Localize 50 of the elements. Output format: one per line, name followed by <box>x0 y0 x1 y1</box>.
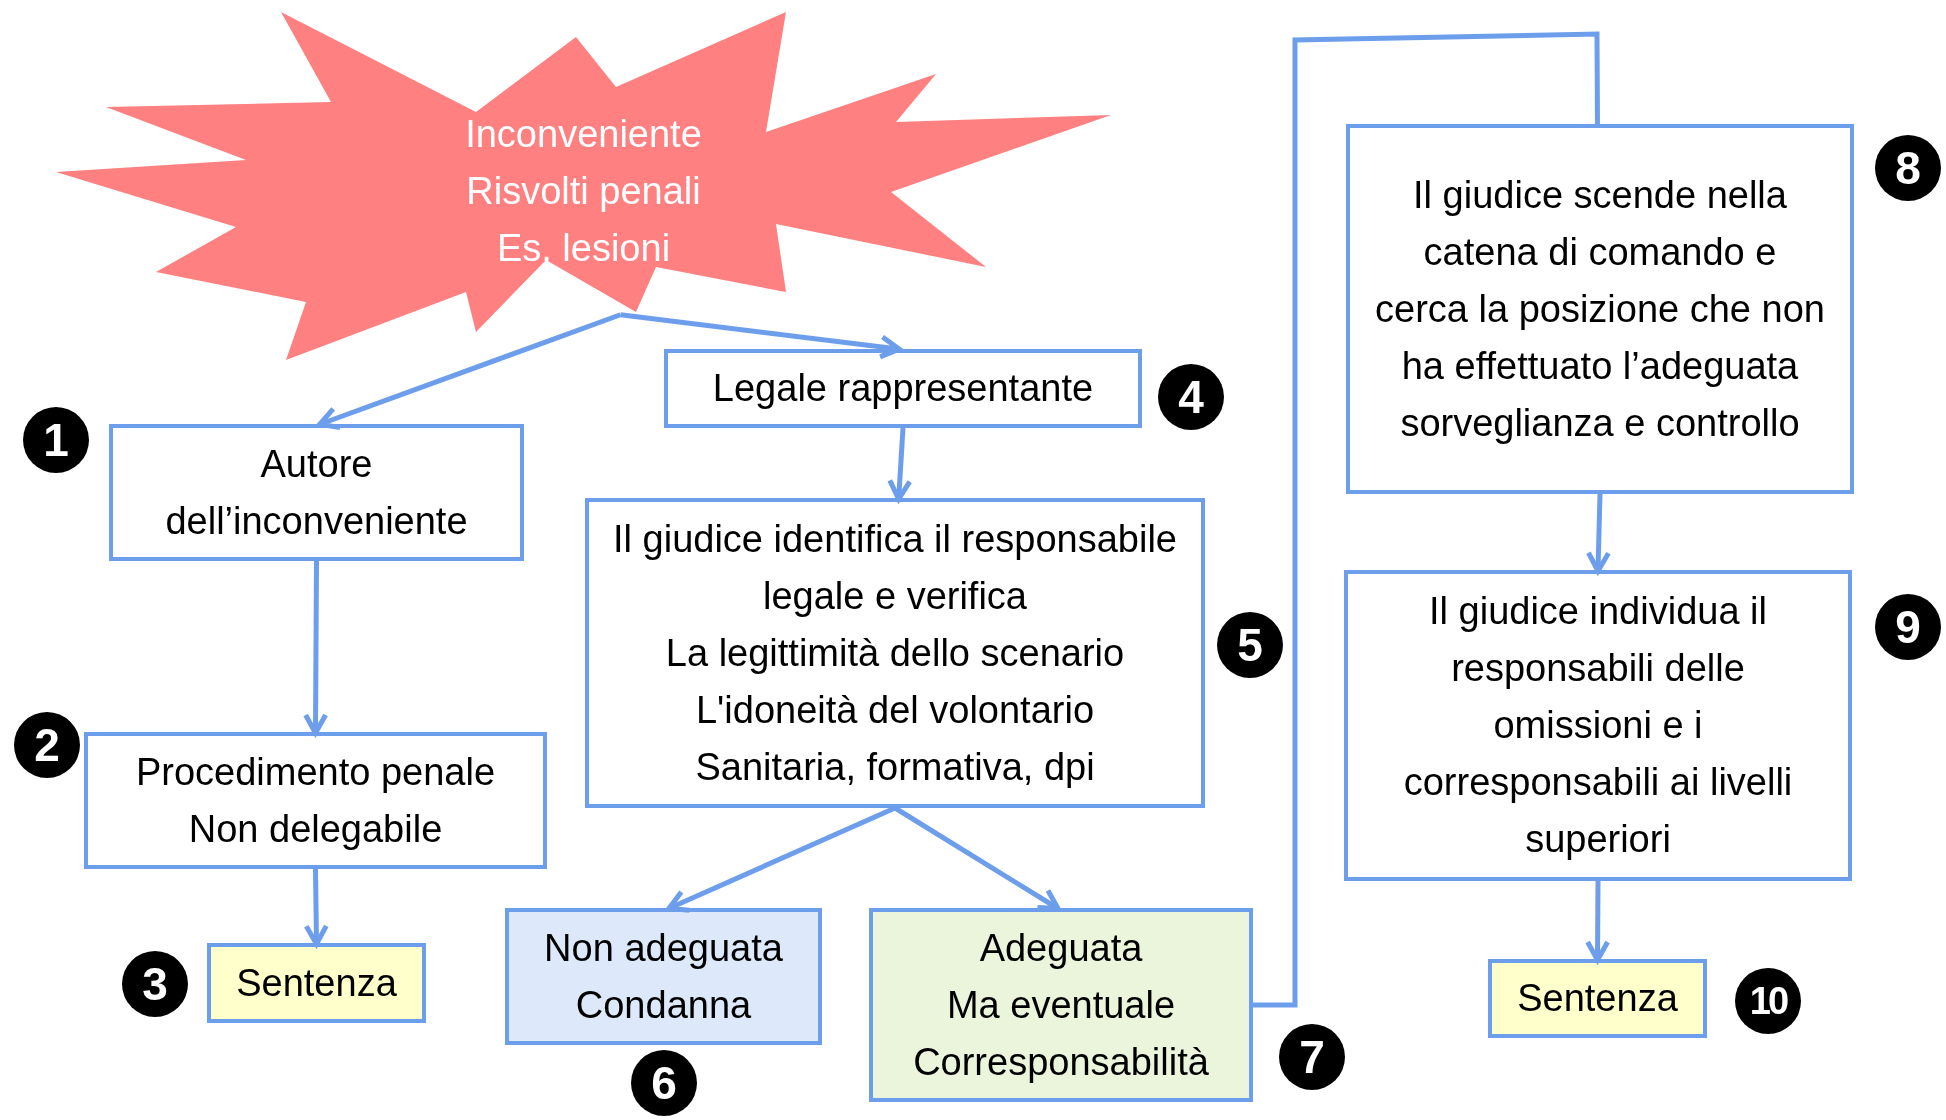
callout-number: 9 <box>1875 594 1941 660</box>
arrow <box>317 312 622 431</box>
node-text: Ma eventuale <box>946 982 1176 1028</box>
node-text: Es. lesioni <box>496 225 671 271</box>
callout-number: 3 <box>122 951 188 1017</box>
arrow <box>620 312 902 360</box>
arrow <box>893 805 1061 911</box>
process-box <box>505 908 822 1045</box>
arrow <box>1585 881 1611 963</box>
callout-number: 10 <box>1735 968 1801 1034</box>
node-text: Autore dell’inconveniente <box>164 441 469 544</box>
process-box <box>207 943 426 1023</box>
node-text: Non adeguata <box>544 925 783 971</box>
callout-number: 5 <box>1217 612 1283 678</box>
node-text: Sentenza <box>1517 976 1678 1021</box>
node-text: Sanitaria, formativa, dpi <box>695 744 1095 790</box>
node-text: Risvolti penali <box>466 168 701 214</box>
process-box <box>1346 124 1854 494</box>
node-text: Corresponsabilità <box>913 1039 1209 1085</box>
process-box <box>664 349 1142 428</box>
node-text: Inconveniente <box>465 111 702 157</box>
callout-number: 7 <box>1279 1024 1345 1090</box>
node-text: Il giudice identifica il responsabile legale e verifica <box>612 516 1178 619</box>
callout-number: 2 <box>14 712 80 778</box>
arrow <box>666 805 896 913</box>
process-box <box>84 732 547 869</box>
arrow <box>887 427 913 502</box>
arrow <box>303 561 329 736</box>
process-box <box>585 498 1205 808</box>
process-box <box>1344 570 1852 881</box>
process-box <box>109 424 524 561</box>
node-text: Adeguata <box>979 925 1143 971</box>
arrow <box>1585 493 1611 574</box>
node-text: La legittimità dello scenario <box>665 630 1125 676</box>
node-text: Sentenza <box>236 960 397 1006</box>
node-text: Il giudice individua il responsabili delle omissioni e i corresponsabili ai livelli superiori <box>1402 589 1794 862</box>
node-text: Il giudice scende nella catena di comando e cerca la posizione che non ha effettuato l’adeguata sorveglianza e controllo <box>1374 172 1826 446</box>
callout-number: 6 <box>631 1050 697 1116</box>
node-text: Legale rappresentante <box>712 366 1094 411</box>
node-text: Non delegabile <box>188 806 443 852</box>
node-text: Condanna <box>575 982 752 1028</box>
callout-number: 8 <box>1875 135 1941 201</box>
arrow <box>303 868 329 947</box>
node-text: L'idoneità del volontario <box>695 687 1095 733</box>
process-box <box>1488 959 1707 1038</box>
process-box <box>869 908 1253 1102</box>
callout-number: 4 <box>1158 364 1224 430</box>
node-text: Procedimento penale <box>135 749 496 795</box>
callout-number: 1 <box>23 407 89 473</box>
connector-line <box>1253 31 1600 1008</box>
